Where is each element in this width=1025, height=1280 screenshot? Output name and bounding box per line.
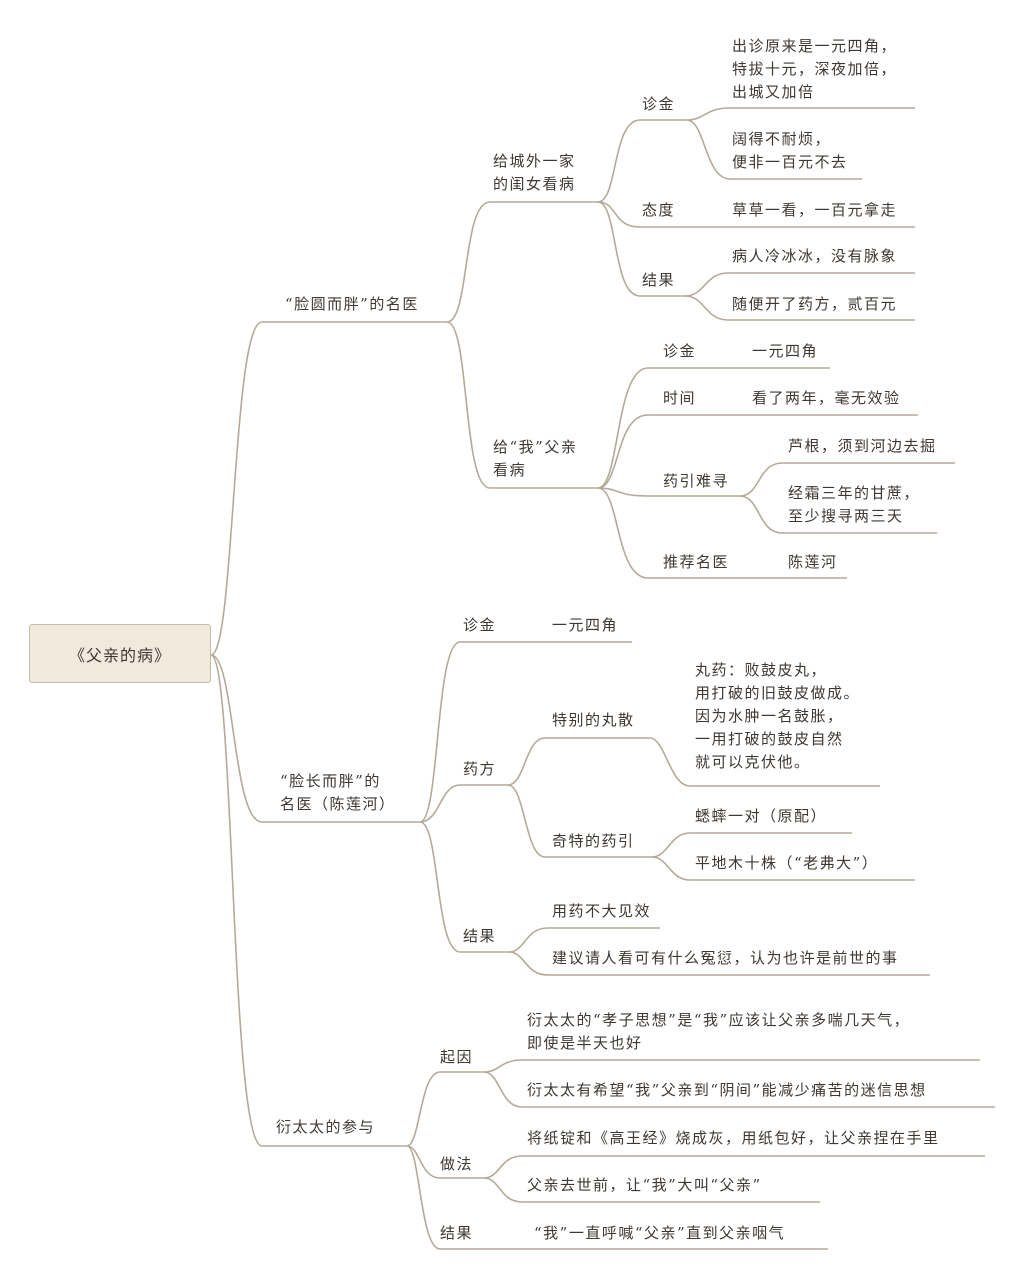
leaf-burn-paper[interactable]: 将纸锭和《高王经》烧成灰，用纸包好，让父亲捏在手里: [527, 1129, 940, 1147]
leaf-line: 经霜三年的甘蔗，: [788, 484, 921, 502]
node-fee[interactable]: 诊金: [642, 95, 676, 113]
branch-long-face-doctor[interactable]: “脸长而胖”的 名医（陈莲河）: [280, 770, 396, 816]
leaf-crickets[interactable]: 蟋蟀一对（原配）: [695, 807, 828, 825]
leaf-suggestion[interactable]: 建议请人看可有什么冤愆，认为也许是前世的事: [552, 949, 899, 967]
leaf-line: 阔得不耐烦，: [732, 130, 832, 148]
node-line: 看病: [493, 461, 527, 479]
leaf-line: 出诊原来是一元四角，: [732, 37, 898, 55]
leaf-line: 用打破的旧鼓皮做成。: [695, 684, 861, 702]
leaf-final[interactable]: “我”一直呼喊“父亲”直到父亲咽气: [534, 1224, 786, 1242]
leaf-attitude[interactable]: 草草一看，一百元拿走: [732, 201, 898, 219]
leaf-result-prescription[interactable]: 随便开了药方，贰百元: [732, 295, 898, 313]
node-hard-to-find[interactable]: 药引难寻: [663, 472, 730, 490]
node-line: 的闺女看病: [493, 175, 576, 193]
node-method[interactable]: 做法: [440, 1155, 474, 1173]
node-special-pills[interactable]: 特别的丸散: [552, 711, 635, 729]
node-result[interactable]: 结果: [642, 271, 676, 289]
branch-yan-taitai[interactable]: 衍太太的参与: [276, 1118, 376, 1136]
leaf-line: 因为水肿一名鼓胀，: [695, 707, 844, 725]
leaf-result-cold[interactable]: 病人冷冰冰，没有脉象: [732, 247, 898, 265]
node-strange-guide[interactable]: 奇特的药引: [552, 832, 635, 850]
node-line: 给城外一家: [493, 152, 576, 170]
leaf-recommend[interactable]: 陈莲河: [788, 553, 838, 571]
root-node[interactable]: 《父亲的病》: [29, 624, 211, 683]
leaf-line: 至少搜寻两三天: [788, 507, 904, 525]
node-prescription[interactable]: 药方: [463, 760, 497, 778]
leaf-line: 就可以克伏他。: [695, 753, 811, 771]
leaf-line: 便非一百元不去: [732, 153, 848, 171]
node-visit-father[interactable]: 给“我”父亲 看病: [493, 436, 577, 482]
leaf-fee[interactable]: 一元四角: [752, 342, 819, 360]
leaf-time[interactable]: 看了两年，毫无效验: [752, 389, 901, 407]
leaf-fee-detail[interactable]: 出诊原来是一元四角， 特拔十元，深夜加倍， 出城又加倍: [732, 35, 897, 104]
node-visit-girl[interactable]: 给城外一家 的闺女看病: [493, 150, 576, 196]
leaf-fee-rich[interactable]: 阔得不耐烦， 便非一百元不去: [732, 128, 848, 174]
node-fee[interactable]: 诊金: [463, 616, 497, 634]
node-line: 给“我”父亲: [493, 438, 578, 456]
leaf-reed-root[interactable]: 芦根，须到河边去掘: [788, 437, 937, 455]
node-time[interactable]: 时间: [663, 389, 697, 407]
leaf-sugarcane[interactable]: 经霜三年的甘蔗， 至少搜寻两三天: [788, 482, 920, 528]
leaf-filial-thought[interactable]: 衍太太的“孝子思想”是“我”应该让父亲多喘几天气， 即使是半天也好: [527, 1009, 910, 1055]
leaf-fee[interactable]: 一元四角: [552, 616, 619, 634]
leaf-line: 特拔十元，深夜加倍，: [732, 60, 898, 78]
leaf-superstition[interactable]: 衍太太有希望“我”父亲到“阴间”能减少痛苦的迷信思想: [527, 1081, 927, 1099]
leaf-drum-pill[interactable]: 丸药：败鼓皮丸， 用打破的旧鼓皮做成。 因为水肿一名鼓胀， 一用打破的鼓皮自然 …: [695, 659, 860, 774]
leaf-ineffective[interactable]: 用药不大见效: [552, 902, 652, 920]
node-fee[interactable]: 诊金: [663, 342, 697, 360]
leaf-call-father[interactable]: 父亲去世前，让“我”大叫“父亲”: [527, 1176, 762, 1194]
leaf-pingdimu[interactable]: 平地木十株（“老弗大”）: [695, 854, 879, 872]
node-result[interactable]: 结果: [440, 1224, 474, 1242]
node-attitude[interactable]: 态度: [642, 201, 676, 219]
leaf-line: 丸药：败鼓皮丸，: [695, 661, 828, 679]
node-recommend[interactable]: 推荐名医: [663, 553, 730, 571]
root-label: 《父亲的病》: [68, 645, 171, 665]
leaf-line: 出城又加倍: [732, 83, 815, 101]
leaf-line: 衍太太的“孝子思想”是“我”应该让父亲多喘几天气，: [527, 1011, 911, 1029]
node-line: 名医（陈莲河）: [280, 795, 396, 813]
leaf-line: 即使是半天也好: [527, 1034, 643, 1052]
leaf-line: 一用打破的鼓皮自然: [695, 730, 844, 748]
node-cause[interactable]: 起因: [440, 1048, 474, 1066]
node-result[interactable]: 结果: [463, 927, 497, 945]
node-line: “脸长而胖”的: [280, 772, 381, 790]
branch-round-face-doctor[interactable]: “脸圆而胖”的名医: [285, 295, 419, 313]
